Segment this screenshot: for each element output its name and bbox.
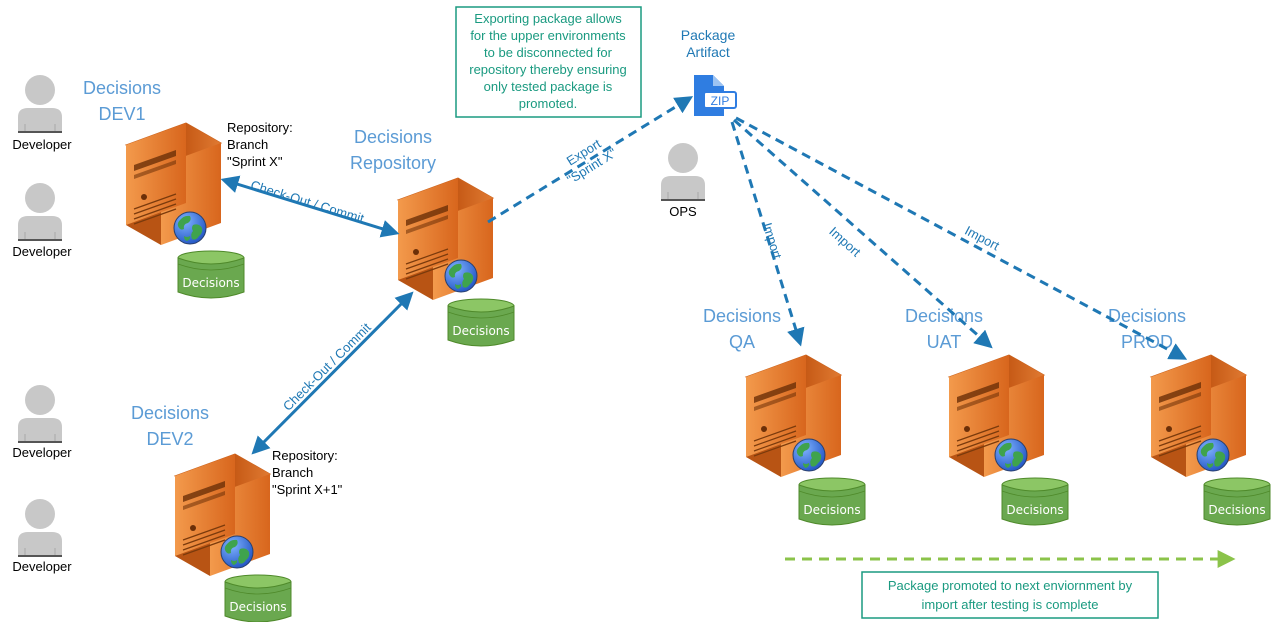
repository-database-label: Decisions [452,324,509,338]
export-note-box [455,6,642,118]
dev1-repo-line1: Repository: [227,120,293,135]
uat-database-label: Decisions [1006,503,1063,517]
repository-database-icon [447,298,515,347]
dev2-repo-line2: Branch [272,465,313,480]
artifact-title-line2: Artifact [686,44,730,60]
checkout-dev1-connector [220,175,400,238]
zip-icon-text: ZIP [711,94,730,108]
ops-label: OPS [669,204,697,219]
dev2-repo-line1: Repository: [272,448,338,463]
dev2-database-label: Decisions [229,600,286,614]
export-note-line6: promoted. [519,96,578,111]
uat-title-line1: Decisions [905,306,983,326]
artifact-title-line1: Package [681,27,736,43]
repository-title-line1: Decisions [354,127,432,147]
prod-title-line2: PROD [1121,332,1173,352]
import-prod-connector [735,116,1188,360]
dev1-repo-line3: "Sprint X" [227,154,283,169]
dev1-database-icon [177,250,245,299]
developer-4-person-icon [17,498,63,558]
export-note-line5: only tested package is [484,79,613,94]
ops-person-icon [660,142,706,202]
developer-1-person-icon [17,74,63,134]
developer-3-label: Developer [12,445,72,460]
repository-server-icon [397,177,494,301]
dev2-database-icon [224,574,292,623]
dev1-repo-line2: Branch [227,137,268,152]
prod-database-label: Decisions [1208,503,1265,517]
export-note-line2: for the upper environments [470,28,626,43]
uat-globe-icon [994,438,1028,472]
uat-database-icon [1001,477,1069,526]
zip-file-icon: ZIP [694,75,737,116]
repository-title-line2: Repository [350,153,436,173]
checkout-dev2-label: Check-Out / Commit [280,320,374,414]
export-note-line1: Exporting package allows [474,11,622,26]
qa-globe-icon [792,438,826,472]
export-note-line3: to be disconnected for [484,45,613,60]
prod-globe-icon [1196,438,1230,472]
qa-title-line2: QA [729,332,755,352]
dev2-globe-icon [220,535,254,569]
promote-note-box [861,571,1159,619]
developer-4-label: Developer [12,559,72,574]
checkout-dev1-label: Check-Out / Commit [249,177,366,226]
dev1-title-line1: Decisions [83,78,161,98]
dev2-title-line1: Decisions [131,403,209,423]
import-qa-label: Import [760,221,785,261]
dev1-title-line2: DEV1 [98,104,145,124]
dev2-title-line2: DEV2 [146,429,193,449]
qa-database-icon [798,477,866,526]
export-note-line4: repository thereby ensuring [469,62,627,77]
export-connector [487,96,694,224]
qa-database-label: Decisions [803,503,860,517]
dev1-globe-icon [173,211,207,245]
dev1-database-label: Decisions [182,276,239,290]
prod-database-icon [1203,477,1271,526]
dev1-server-icon [125,122,222,246]
uat-title-line2: UAT [927,332,962,352]
prod-title-line1: Decisions [1108,306,1186,326]
developer-1-label: Developer [12,137,72,152]
dev2-repo-line3: "Sprint X+1" [272,482,343,497]
developer-2-person-icon [17,182,63,242]
checkout-dev2-connector [251,291,414,455]
developer-3-person-icon [17,384,63,444]
import-qa-connector [730,121,805,347]
qa-title-line1: Decisions [703,306,781,326]
developer-2-label: Developer [12,244,72,259]
import-uat-connector [733,118,993,349]
repository-globe-icon [444,259,478,293]
promote-note-line2: import after testing is complete [921,597,1098,612]
promote-note-line1: Package promoted to next enviornment by [888,578,1133,593]
